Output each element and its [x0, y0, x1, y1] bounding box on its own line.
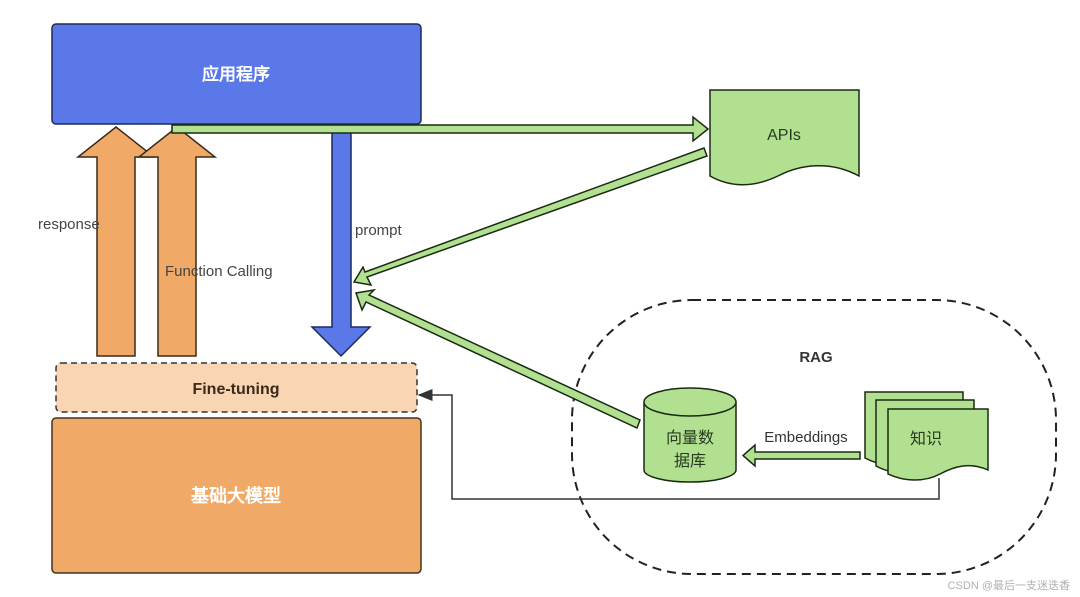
function-calling-arrow: [136, 126, 218, 357]
knowledge-node[interactable]: [864, 391, 989, 481]
function-calling-label: Function Calling: [165, 263, 273, 280]
apis-node[interactable]: [709, 89, 860, 186]
app-to-apis-arrow: [171, 115, 710, 143]
knowledge-to-finetuning-line: [417, 389, 940, 500]
watermark: CSDN @最后一支迷迭香: [948, 579, 1070, 592]
vector-db-label-line1: 向量数: [666, 429, 714, 447]
base-model-label: 基础大模型: [190, 485, 281, 506]
apis-label: APIs: [767, 127, 801, 144]
prompt-label: prompt: [355, 222, 403, 239]
rag-label: RAG: [799, 349, 832, 366]
embeddings-label: Embeddings: [764, 429, 847, 446]
response-arrow: [75, 126, 157, 357]
vector-db-node[interactable]: [643, 387, 737, 483]
embeddings-arrow: [741, 443, 861, 468]
prompt-arrow: [310, 127, 372, 358]
app-box[interactable]: [51, 23, 422, 125]
app-label: 应用程序: [202, 64, 270, 84]
knowledge-label: 知识: [910, 430, 942, 448]
base-model-box[interactable]: [51, 417, 422, 574]
fine-tuning-box[interactable]: [55, 362, 418, 413]
rag-container: [571, 299, 1057, 575]
response-label: response: [38, 216, 100, 233]
vectordb-to-prompt-arrow: [354, 288, 641, 430]
vector-db-label-line2: 据库: [674, 452, 706, 470]
apis-to-prompt-arrow: [352, 147, 708, 286]
fine-tuning-label: Fine-tuning: [192, 381, 279, 398]
